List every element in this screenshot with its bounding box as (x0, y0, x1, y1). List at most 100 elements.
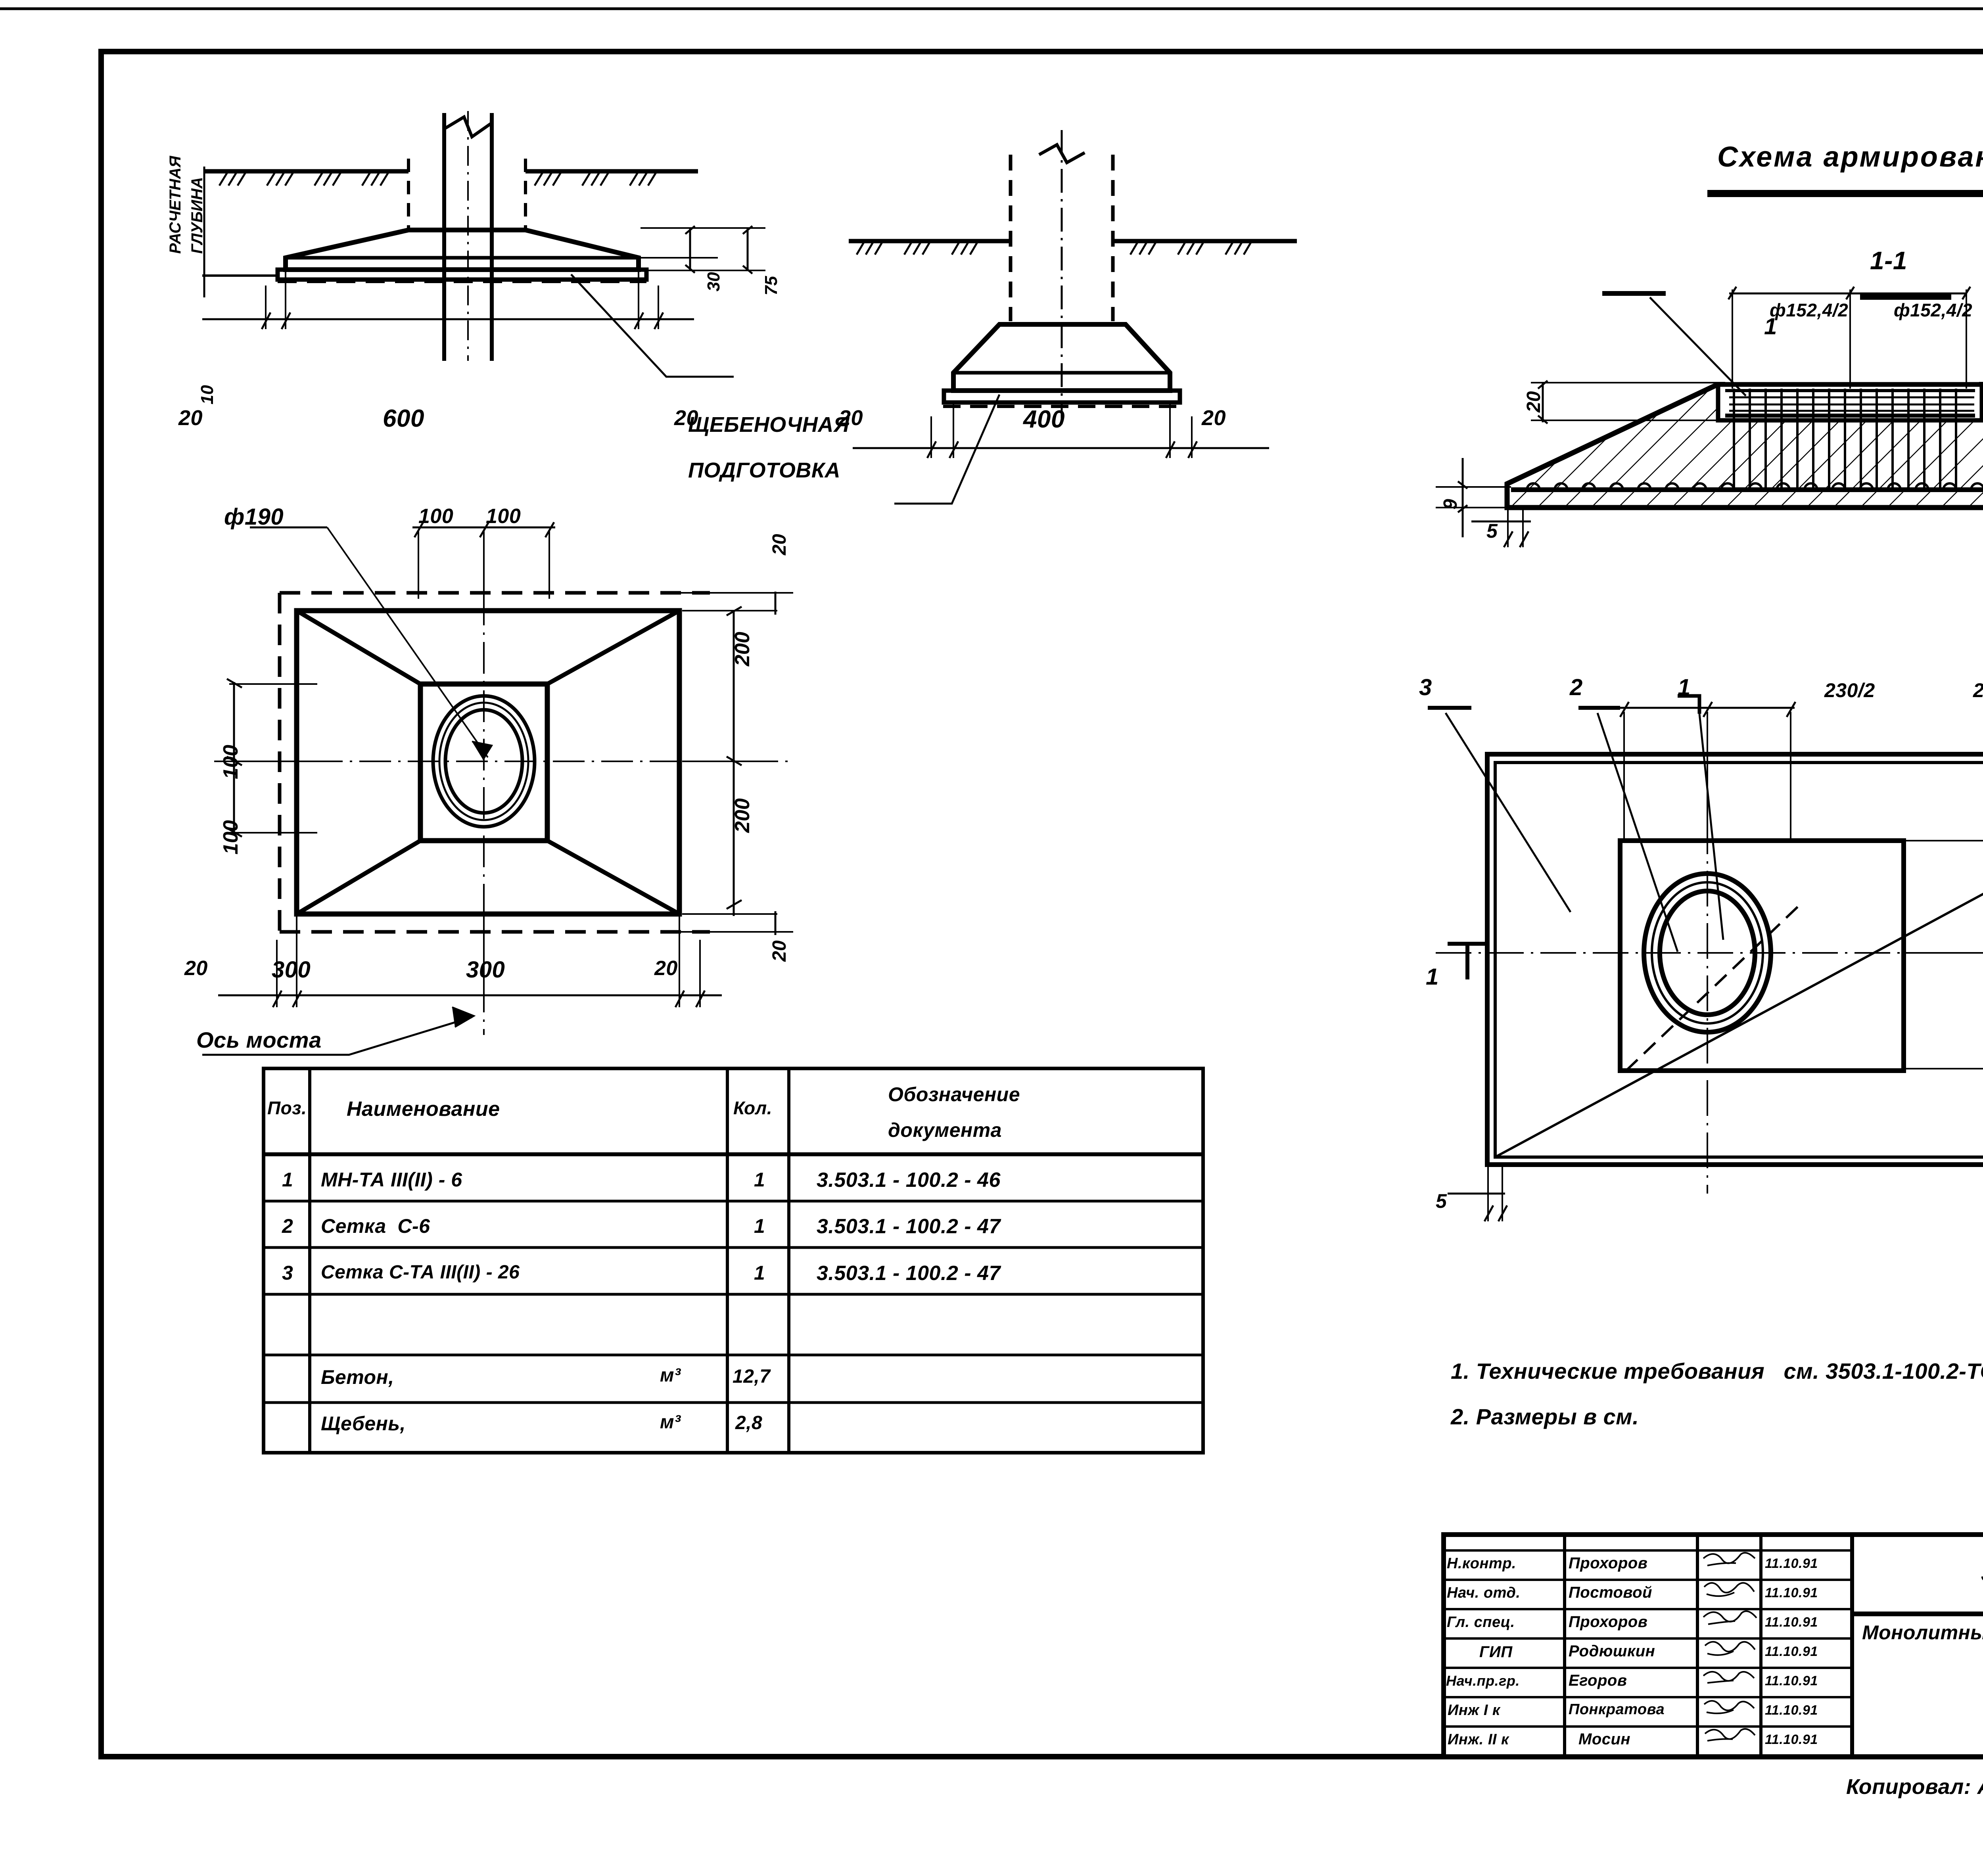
title-role: Нач.пр.гр. (1446, 1673, 1520, 1689)
rebar-dim-5-left: 5 (1486, 520, 1498, 542)
plan-top-dim-a: 100 (418, 505, 454, 528)
rebar-bar-label-left: ф152,4/2 (1770, 300, 1849, 320)
title-block-grid (1441, 1532, 1983, 1759)
dim-600-left-offset: 20 (178, 406, 203, 430)
rebar-dim-20: 20 (1523, 391, 1544, 412)
spec-header-doc-line2: документа (888, 1119, 1002, 1141)
rebar-callout-1: 1 (1764, 314, 1777, 339)
spec-header-doc-line1: Обозначение (888, 1083, 1020, 1106)
title-signer-name: Мосин (1578, 1730, 1631, 1748)
title-date: 11.10.91 (1765, 1585, 1818, 1600)
spec-header-name: Наименование (347, 1098, 500, 1121)
rebar-dim-9: 9 (1440, 499, 1461, 510)
plan-axis-label: Ось моста (196, 1027, 322, 1052)
spec-row-qty: 1 (754, 1169, 765, 1191)
plan-top-dim-b: 100 (486, 505, 521, 528)
dim-400: 400 (1023, 406, 1065, 433)
rebar-section-underline (1860, 293, 1951, 300)
title-block: 3.503.1-100.2 -12 Монолитный железобетон… (1441, 1532, 1983, 1759)
spec-row-qty: 2,8 (735, 1412, 763, 1433)
dim-10: 10 (198, 385, 217, 404)
title-date: 11.10.91 (1765, 1615, 1818, 1630)
spec-row-qty: 1 (754, 1262, 765, 1284)
title-date: 11.10.91 (1765, 1673, 1818, 1688)
plan-right-corner-top: 20 (769, 534, 790, 555)
title-date: 11.10.91 (1765, 1732, 1818, 1747)
section-600-svg (202, 111, 765, 378)
rebar-plan-top-dim-a: 230/2 (1824, 679, 1875, 701)
section-400-svg (849, 130, 1297, 505)
rebar-section-label: 1-1 (1870, 246, 1907, 275)
title-date: 11.10.91 (1765, 1556, 1818, 1571)
depth-label-line1: РАСЧЕТНАЯ (167, 156, 184, 254)
title-role: Инж. II к (1448, 1731, 1509, 1748)
rebar-plan-section-mark-left: 1 (1426, 964, 1439, 990)
spec-row-doc: 3.503.1 - 100.2 - 47 (817, 1215, 1001, 1238)
spec-table: Поз. Наименование Кол. Обозначение докум… (262, 1067, 1205, 1454)
spec-header-pos: Поз. (267, 1098, 307, 1118)
title-role: Нач. отд. (1447, 1585, 1521, 1601)
title-role: Гл. спец. (1447, 1614, 1515, 1631)
title-signer-name: Егоров (1569, 1672, 1627, 1689)
title-signer-name: Прохоров (1569, 1554, 1648, 1572)
title-date: 11.10.91 (1765, 1644, 1818, 1659)
gravel-note-line2: ПОДГОТОВКА (688, 458, 841, 482)
dim-600: 600 (383, 405, 424, 432)
spec-table-grid (265, 1070, 1201, 1451)
title-date: 11.10.91 (1765, 1703, 1818, 1718)
plan-right-corner-bottom: 20 (769, 940, 790, 962)
rebar-plan-callout-1: 1 (1678, 675, 1691, 700)
spec-row-pos: 2 (282, 1215, 293, 1237)
plan-bottom-right-offset: 20 (654, 957, 678, 980)
plan-bottom-dim-a: 300 (272, 957, 311, 983)
plan-left-dim-a: 100 (219, 745, 242, 779)
title-role: ГИП (1479, 1643, 1513, 1661)
title-signer-name: Постовой (1569, 1584, 1652, 1601)
plan-left-dim-b: 100 (219, 820, 242, 855)
depth-label-line2: ГЛУБИНА (188, 177, 206, 254)
rebar-plan-top-dim-b: 230/2 (1973, 679, 1983, 702)
spec-row-pos: 1 (282, 1169, 293, 1191)
dim-400-left-offset: 20 (839, 406, 863, 430)
dim-75: 75 (761, 276, 781, 295)
spec-header-qty: Кол. (733, 1098, 773, 1118)
plan-right-dim-b: 200 (731, 798, 754, 833)
title-role: Н.контр. (1447, 1555, 1516, 1572)
spec-row-name: Сетка С-6 (321, 1215, 430, 1237)
plan-dia-label: ф190 (224, 504, 284, 530)
signature-scribbles (1703, 1552, 1757, 1742)
plan-right-dim-a: 200 (731, 632, 754, 666)
dim-600-right-offset: 20 (674, 406, 699, 430)
rebar-plan-dim-5-bl: 5 (1436, 1190, 1447, 1212)
rebar-title-underline (1707, 190, 1983, 197)
plan-bottom-dim-b: 300 (466, 957, 505, 983)
plan-bottom-left-offset: 20 (184, 957, 208, 980)
rebar-plan-svg (1428, 694, 1983, 1222)
spec-row-doc: 3.503.1 - 100.2 - 46 (817, 1169, 1001, 1192)
spec-row-unit: м³ (660, 1412, 681, 1433)
rebar-section-svg (1436, 286, 1983, 548)
spec-row-name: Бетон, (321, 1366, 394, 1388)
title-signer-name: Прохоров (1569, 1613, 1648, 1631)
title-signer-name: Родюшкин (1569, 1642, 1655, 1660)
dim-400-right-offset: 20 (1202, 406, 1226, 430)
format-note: Копировал: Аз 25430-03 20 Формат А3 (1846, 1775, 1983, 1799)
spec-row-doc: 3.503.1 - 100.2 - 47 (817, 1262, 1001, 1285)
spec-row-qty: 12,7 (733, 1366, 771, 1387)
dim-30: 30 (704, 272, 723, 291)
rebar-plan-callout-2: 2 (1570, 675, 1583, 700)
rebar-bar-label-right: ф152,4/2 (1894, 300, 1973, 320)
spec-row-name: Сетка С-ТА III(II) - 26 (321, 1262, 520, 1283)
spec-row-unit: м³ (660, 1365, 681, 1386)
title-signer-name: Понкратова (1569, 1701, 1665, 1718)
rebar-scheme-title: Схема армирования (1717, 141, 1983, 173)
title-role: Инж I к (1448, 1702, 1500, 1719)
gravel-note-line1: ЩЕБЕНОЧНАЯ (688, 413, 850, 437)
spec-row-name: МН-ТА III(II) - 6 (321, 1169, 462, 1191)
plan-view-svg (202, 521, 793, 1056)
title-doc-number: 3.503.1-100.2 -12 (1981, 1554, 1983, 1589)
spec-row-name: Щебень, (321, 1412, 406, 1435)
title-object-line1: Монолитный железобетонный (1862, 1621, 1983, 1644)
